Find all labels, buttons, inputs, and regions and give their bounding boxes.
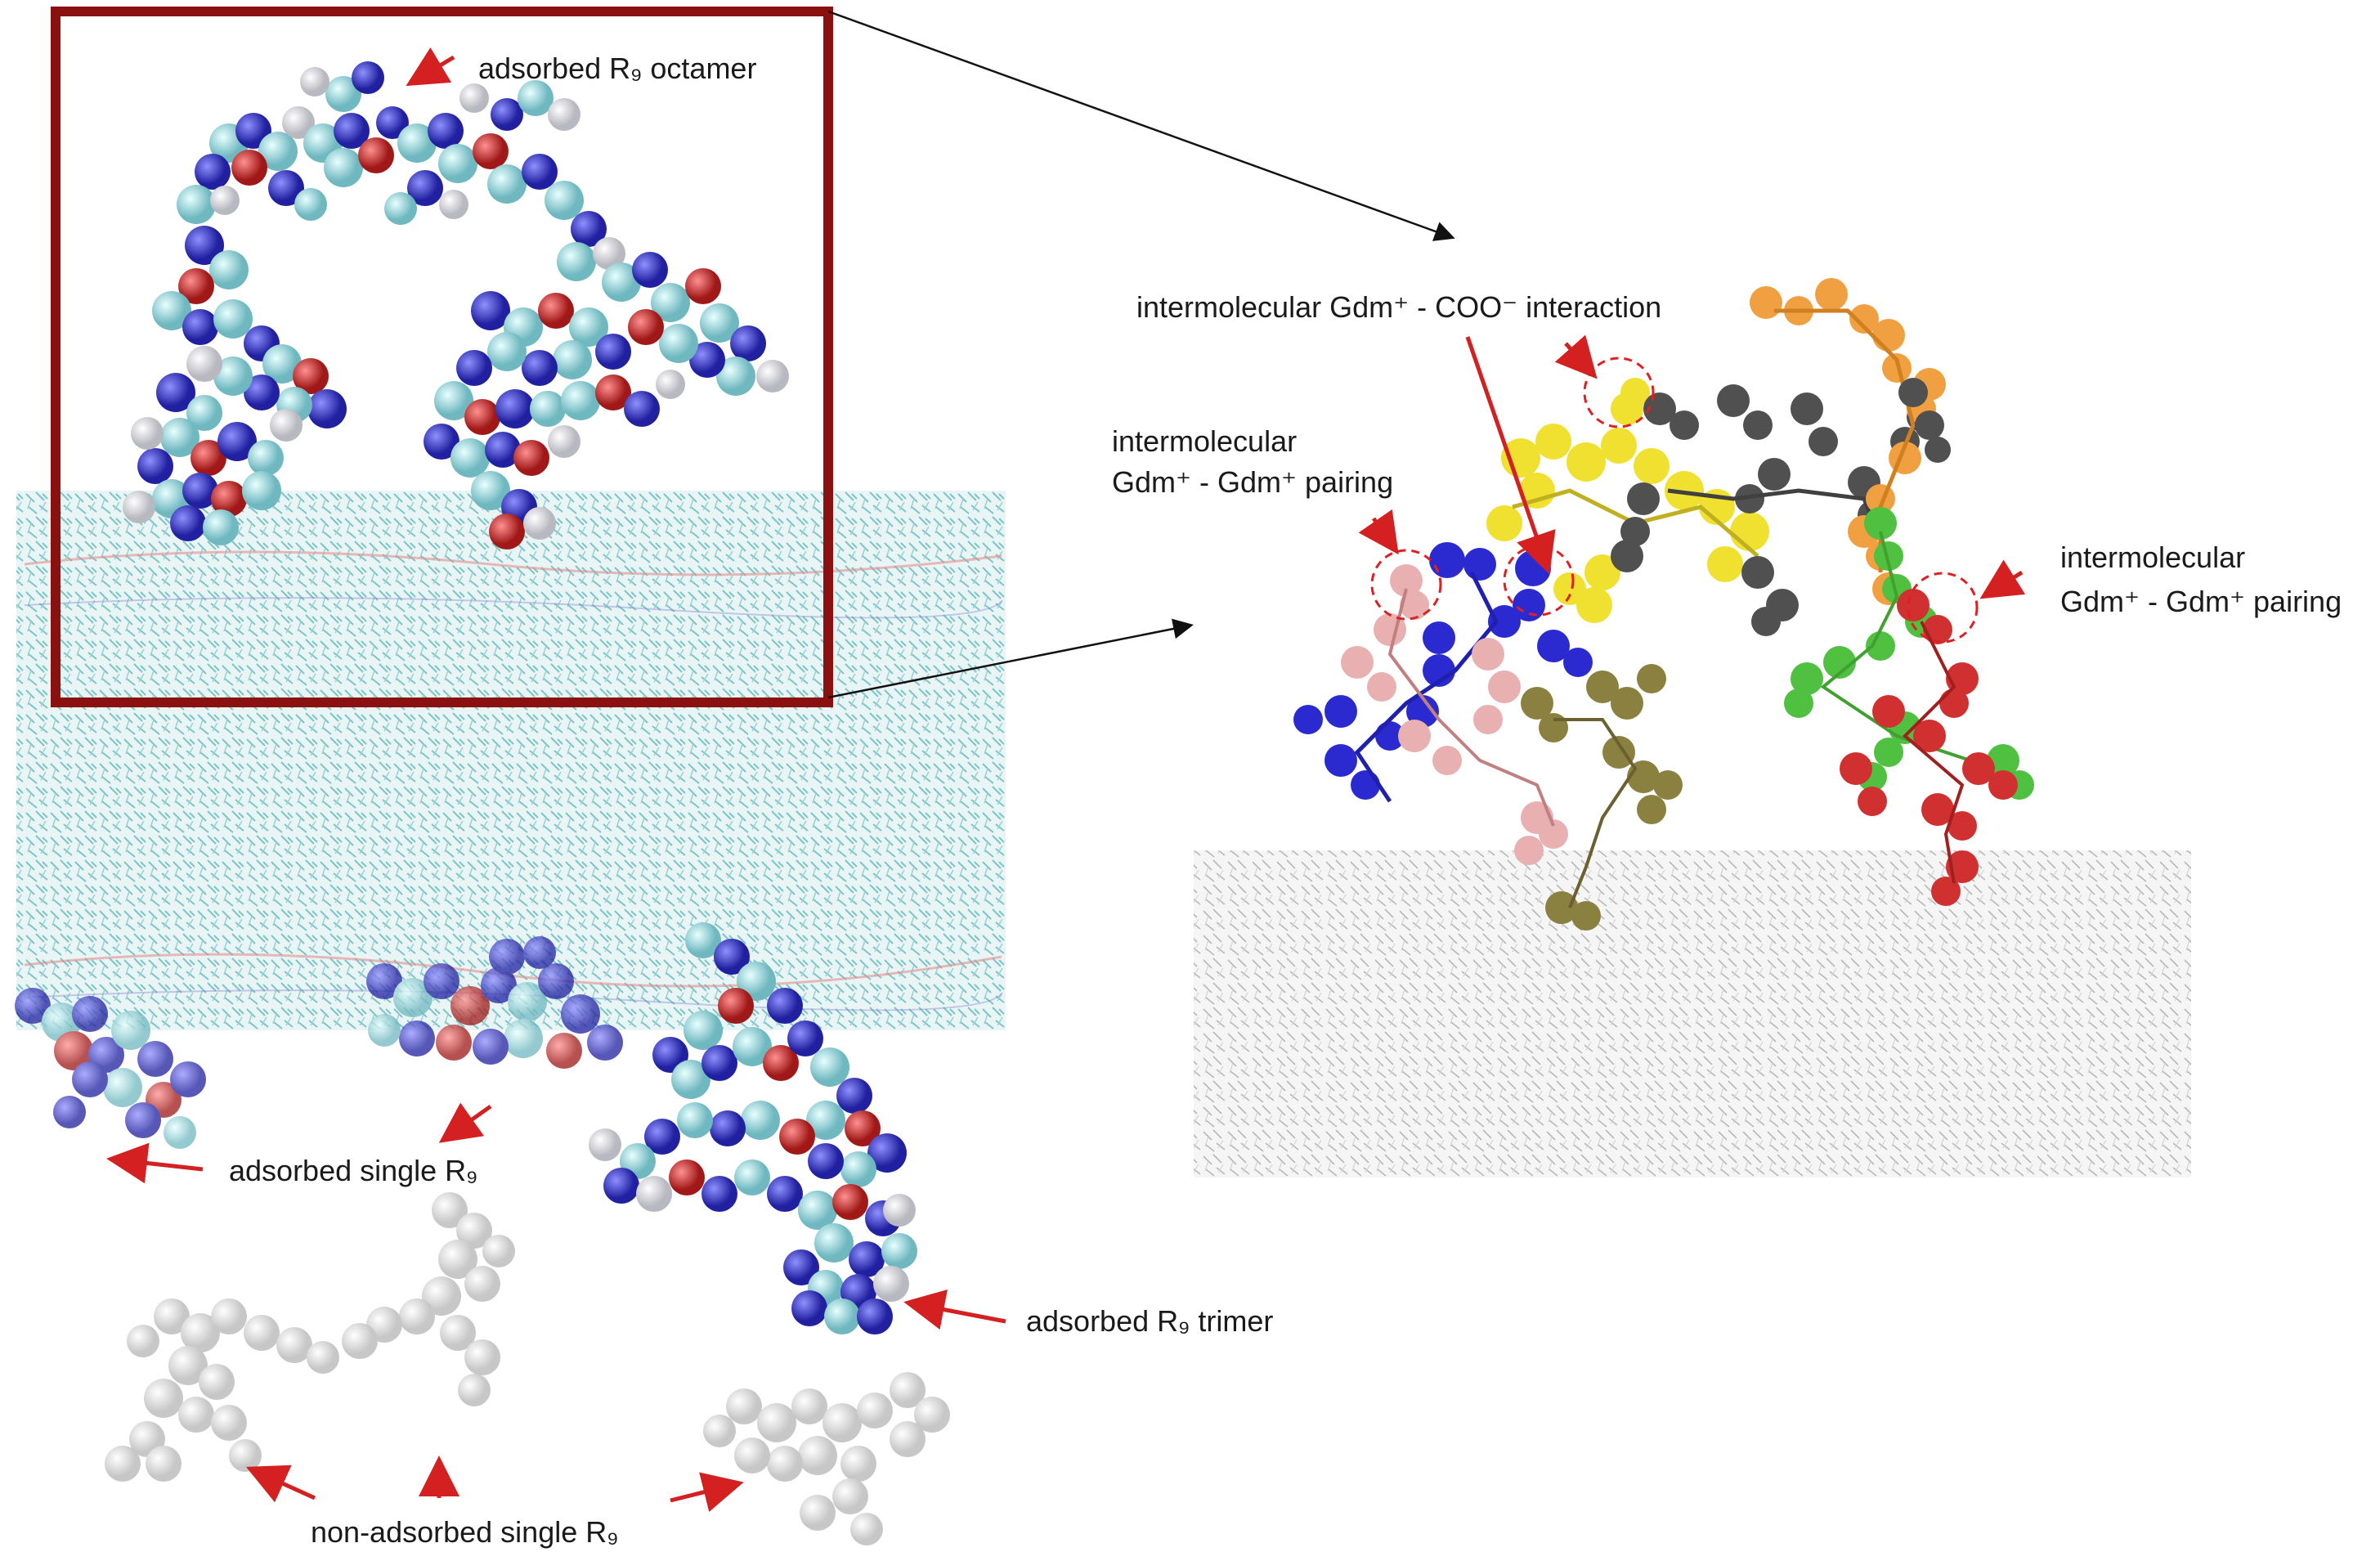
- peptide-chains-colored: [1293, 278, 2034, 931]
- r9-octamer-molecule: [123, 61, 789, 549]
- adsorbed-single-r9-molecules: [15, 936, 623, 1149]
- membrane-gray: [1194, 850, 2191, 1177]
- label-adsorbed-single: adsorbed single R₉: [229, 1154, 478, 1187]
- octamer-highlight-frame: [51, 7, 833, 707]
- connector-arrows: [827, 10, 1455, 699]
- non-adsorbed-r9-molecules: [105, 1192, 950, 1545]
- label-trimer: adsorbed R₉ trimer: [1026, 1304, 1274, 1338]
- label-pairing-left-line1: intermolecular: [1112, 424, 1298, 458]
- label-pairing-right-line1: intermolecular: [2060, 541, 2246, 574]
- label-arrows: [106, 47, 2026, 1512]
- label-pairing-left-line2: Gdm⁺ - Gdm⁺ pairing: [1112, 465, 1394, 499]
- r9-trimer-molecule: [589, 922, 917, 1334]
- label-octamer: adsorbed R₉ octamer: [478, 52, 757, 85]
- label-pairing-right-line2: Gdm⁺ - Gdm⁺ pairing: [2060, 585, 2342, 618]
- label-non-adsorbed: non-adsorbed single R₉: [311, 1515, 619, 1549]
- label-coo-interaction: intermolecular Gdm⁺ - COO⁻ interaction: [1136, 290, 1662, 324]
